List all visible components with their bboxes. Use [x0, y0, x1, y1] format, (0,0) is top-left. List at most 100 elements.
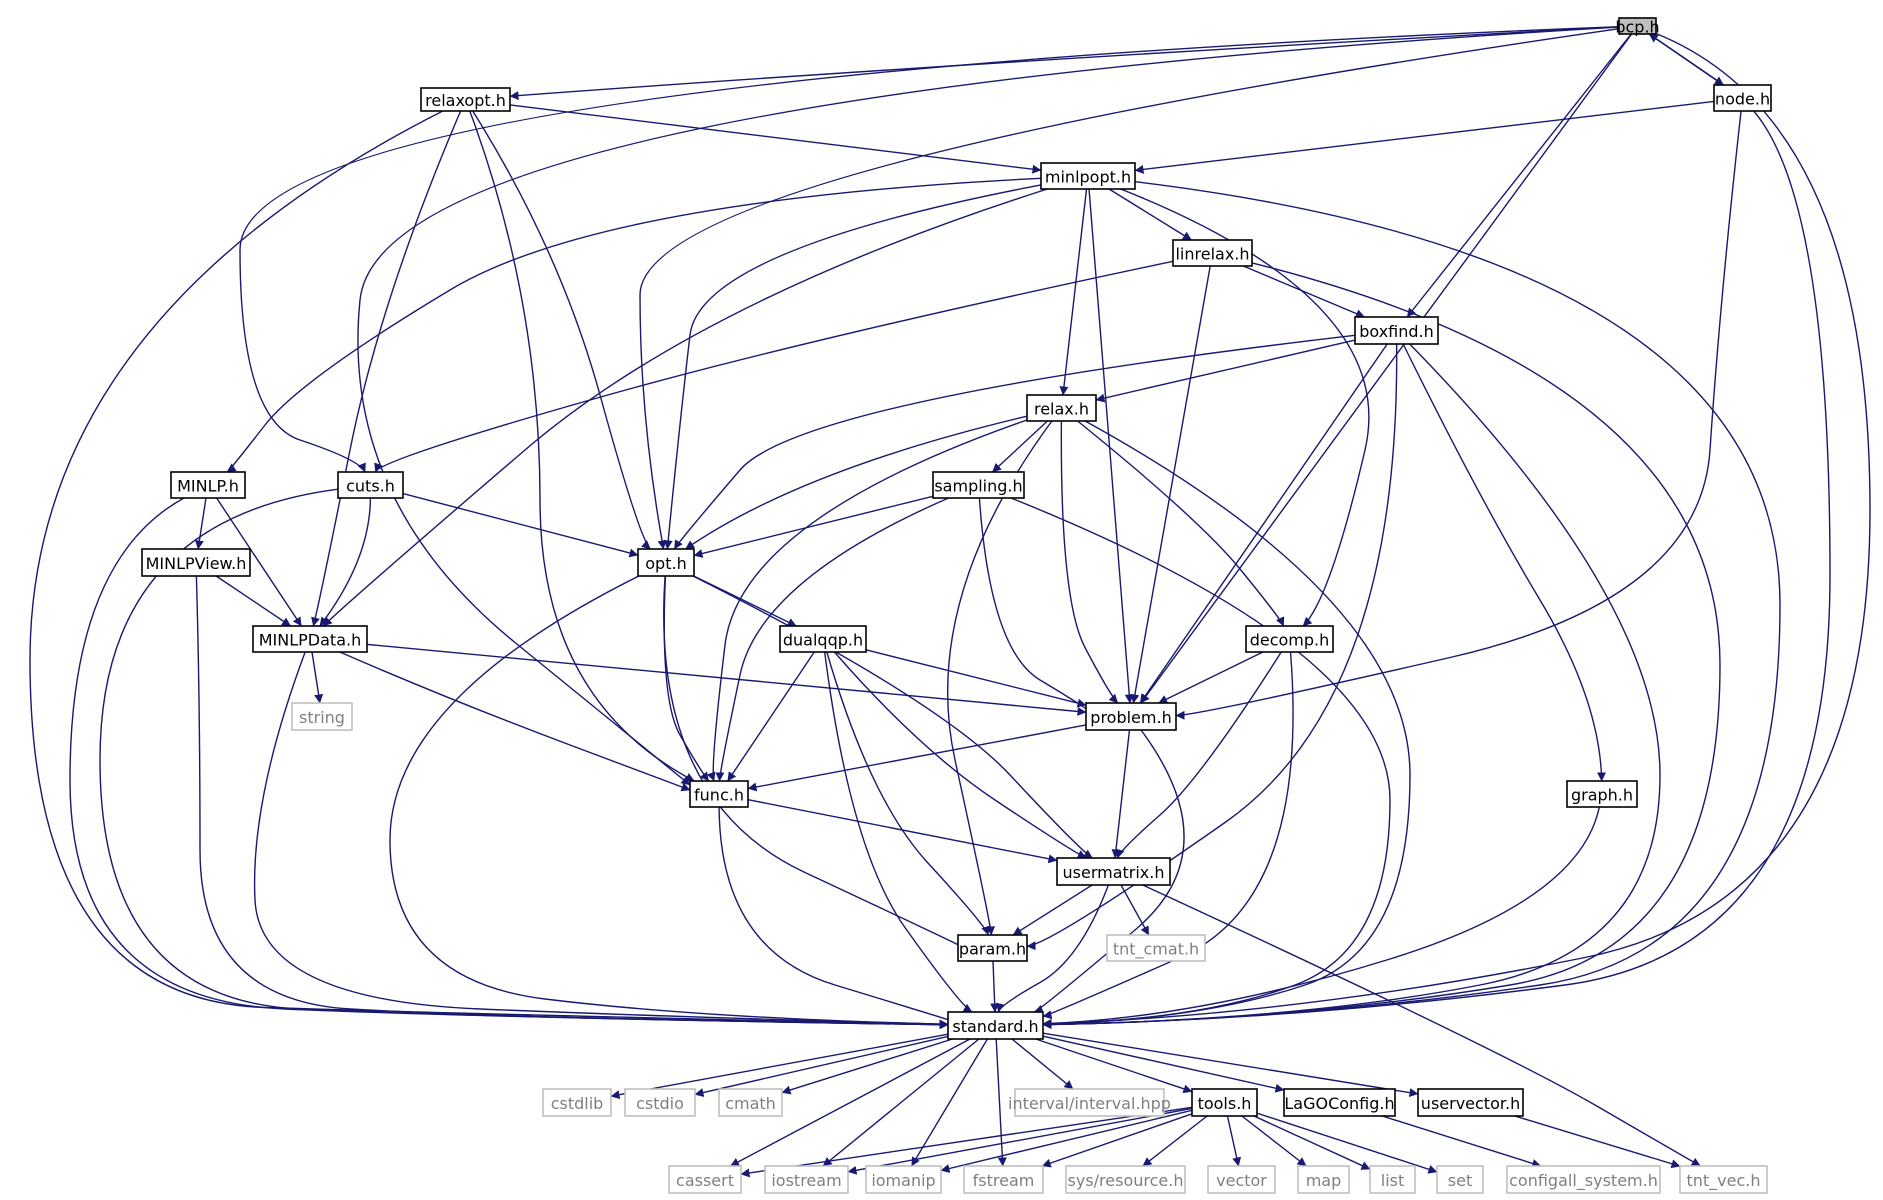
- edge-sampling-to-problem: [978, 497, 1096, 716]
- edge-dualqqp-to-problem: [865, 649, 1087, 708]
- node-usermatrix[interactable]: usermatrix.h: [1056, 857, 1171, 886]
- node-label-tnt_cmat: tnt_cmat.h: [1113, 940, 1199, 960]
- edge-minlpopt-to-linrelax: [1108, 188, 1192, 241]
- node-box-relax: [1026, 394, 1097, 422]
- node-box-cmath: [718, 1088, 783, 1117]
- node-label-minlpdata: MINLPData.h: [259, 631, 361, 650]
- node-node[interactable]: node.h: [1713, 84, 1772, 112]
- node-tnt_cmat: tnt_cmat.h: [1106, 934, 1206, 962]
- edge-relaxopt-to-minlpopt: [509, 104, 1042, 174]
- node-dualqqp[interactable]: dualqqp.h: [779, 625, 867, 653]
- node-box-dualqqp: [779, 625, 867, 653]
- node-label-iostream: iostream: [771, 1171, 841, 1190]
- node-tnt_vec: tnt_vec.h: [1679, 1165, 1768, 1194]
- edge-node-to-standard: [1042, 110, 1831, 1029]
- node-label-cuts: cuts.h: [346, 477, 395, 496]
- node-lagoconfig[interactable]: LaGOConfig.h: [1283, 1088, 1396, 1117]
- edge-tools-to-cassert: [740, 1106, 1193, 1178]
- node-box-iomanip: [865, 1165, 942, 1194]
- edge-usermatrix-to-param: [1012, 884, 1093, 936]
- node-box-minlpopt: [1040, 162, 1136, 190]
- node-box-node: [1713, 84, 1772, 112]
- node-label-decomp: decomp.h: [1250, 631, 1330, 650]
- node-minlpview[interactable]: MINLPView.h: [141, 548, 251, 577]
- node-label-relax: relax.h: [1034, 400, 1089, 419]
- edge-param-to-standard: [990, 960, 1000, 1013]
- node-box-linrelax: [1172, 239, 1253, 267]
- edge-cuts-to-opt: [402, 492, 639, 558]
- node-label-relaxopt: relaxopt.h: [425, 91, 506, 110]
- node-box-uservector: [1417, 1088, 1524, 1117]
- edge-standard-to-lagoconfig: [1042, 1035, 1285, 1093]
- edge-bcp-to-boxfind: [1406, 33, 1632, 318]
- edge-minlpopt-to-relax: [1059, 188, 1088, 396]
- node-bcp[interactable]: bcp.h: [1615, 17, 1660, 37]
- edge-usermatrix-to-standard: [995, 884, 1110, 1013]
- node-cmath: cmath: [718, 1088, 783, 1117]
- node-label-graph: graph.h: [1571, 786, 1633, 805]
- node-sampling[interactable]: sampling.h: [932, 471, 1025, 499]
- node-func[interactable]: func.h: [689, 780, 749, 808]
- node-standard[interactable]: standard.h: [947, 1011, 1044, 1040]
- edge-relax-to-problem: [1060, 420, 1119, 704]
- edge-tools-to-list: [1253, 1115, 1371, 1170]
- edge-standard-to-cmath: [781, 1038, 953, 1095]
- edge-uservector-to-tnt_vec: [1514, 1115, 1681, 1169]
- node-list: list: [1369, 1165, 1416, 1194]
- node-graph[interactable]: graph.h: [1566, 780, 1638, 808]
- node-minlp[interactable]: MINLP.h: [170, 471, 246, 499]
- edge-tools-to-iomanip: [940, 1109, 1193, 1173]
- edge-linrelax-to-cuts: [374, 260, 1174, 473]
- node-minlpopt[interactable]: minlpopt.h: [1040, 162, 1136, 190]
- node-minlpdata[interactable]: MINLPData.h: [252, 625, 368, 653]
- node-box-cuts: [337, 471, 404, 499]
- edge-tools-to-sysresource: [1142, 1115, 1208, 1167]
- edge-graph-to-standard: [1042, 806, 1600, 1028]
- nodes-layer: bcp.h relaxopt.h node.h minlpopt.h linrelax.…: [141, 17, 1772, 1194]
- edge-node-to-minlpopt: [1134, 100, 1715, 174]
- node-label-tools: tools.h: [1198, 1094, 1252, 1113]
- node-cuts[interactable]: cuts.h: [337, 471, 404, 499]
- node-param[interactable]: param.h: [957, 934, 1028, 962]
- node-relaxopt[interactable]: relaxopt.h: [420, 87, 511, 112]
- edge-dualqqp-to-standard: [823, 651, 973, 1013]
- edge-bcp-to-cuts: [239, 26, 1620, 473]
- node-opt[interactable]: opt.h: [637, 548, 695, 577]
- node-fstream: fstream: [963, 1165, 1044, 1194]
- edge-problem-to-standard: [1033, 729, 1185, 1014]
- node-problem[interactable]: problem.h: [1085, 702, 1177, 731]
- edge-minlp-to-minlpview: [194, 497, 207, 550]
- node-boxfind[interactable]: boxfind.h: [1354, 316, 1439, 345]
- node-linrelax[interactable]: linrelax.h: [1172, 239, 1253, 267]
- edge-dualqqp-to-param: [826, 651, 990, 936]
- node-box-usermatrix: [1056, 857, 1171, 886]
- node-label-cstdio: cstdio: [636, 1094, 684, 1113]
- node-iostream: iostream: [764, 1165, 849, 1194]
- node-box-decomp: [1245, 625, 1334, 653]
- node-uservector[interactable]: uservector.h: [1417, 1088, 1524, 1117]
- edge-cuts-to-minlpdata: [319, 497, 372, 627]
- node-label-opt: opt.h: [645, 554, 686, 573]
- edge-opt-to-func: [663, 575, 710, 782]
- node-relax[interactable]: relax.h: [1026, 394, 1097, 422]
- node-cassert: cassert: [668, 1165, 742, 1194]
- edge-minlpdata-to-func: [339, 651, 691, 792]
- node-box-tools: [1191, 1088, 1258, 1117]
- edge-tools-to-map: [1241, 1115, 1307, 1167]
- node-label-string: string: [299, 708, 345, 727]
- node-label-vector: vector: [1216, 1171, 1267, 1190]
- edge-relax-to-func: [706, 419, 1028, 782]
- node-tools[interactable]: tools.h: [1191, 1088, 1258, 1117]
- node-decomp[interactable]: decomp.h: [1245, 625, 1334, 653]
- node-box-param: [957, 934, 1028, 962]
- edge-opt-to-standard: [389, 575, 949, 1029]
- node-box-func: [689, 780, 749, 808]
- edge-bcp-to-func: [357, 26, 1620, 786]
- edge-tools-to-set: [1256, 1112, 1438, 1174]
- node-box-cstdlib: [542, 1088, 612, 1117]
- edge-usermatrix-to-tnt_cmat: [1120, 884, 1150, 936]
- node-label-iomanip: iomanip: [871, 1171, 935, 1190]
- node-label-tnt_vec: tnt_vec.h: [1686, 1171, 1760, 1191]
- node-set: set: [1436, 1165, 1484, 1194]
